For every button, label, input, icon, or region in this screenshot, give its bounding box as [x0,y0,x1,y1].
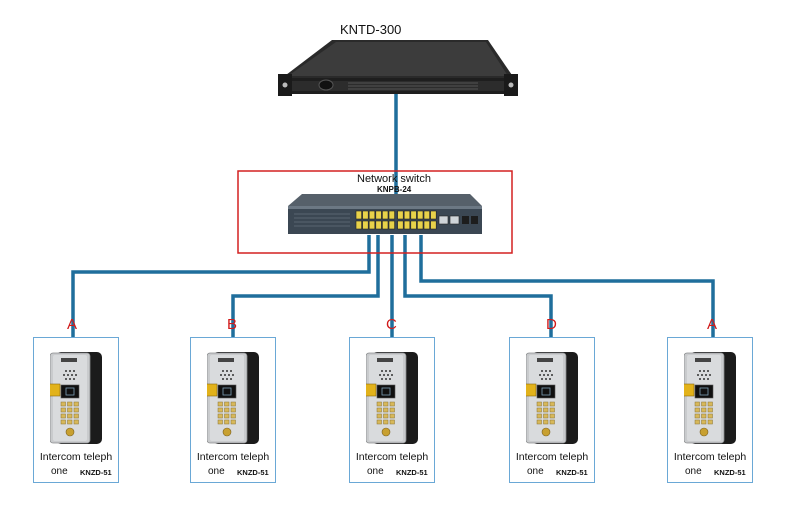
switch-port [382,220,389,230]
switch-port [388,210,395,220]
phone-card-2: Intercom teleph one KNZD-51 [190,337,276,483]
phone-name-line1: Intercom teleph [673,451,747,463]
switch-port [382,210,389,220]
server-unit [278,40,518,96]
switch-port [375,210,382,220]
switch-port [410,220,417,230]
switch-port [362,220,369,230]
switch-port [355,220,362,230]
phone-card-1: Intercom teleph one KNZD-51 [33,337,119,483]
switch-port [430,220,437,230]
switch-port [368,210,376,220]
switch-port [355,210,362,220]
switch-title: Network switch [357,173,431,185]
switch-model: KNPB-24 [377,185,412,194]
switch-port [397,220,404,230]
switch-port [362,210,369,220]
phone-card-4: Intercom teleph one KNZD-51 [509,337,595,483]
switch-port [368,220,376,230]
intercom-phone-image [513,352,578,444]
switch-port [410,210,417,220]
phone-name-line2: one [367,466,384,477]
port-label-5: A [707,316,718,333]
switch-port [417,220,424,230]
intercom-phone-image [671,352,736,444]
phone-model: KNZD-51 [556,468,588,477]
intercom-phone-image [37,352,102,444]
port-label-4: D [546,316,557,333]
switch-port [423,210,430,220]
switch-port [417,210,424,220]
switch-port [403,210,411,220]
switch-port [423,220,430,230]
port-label-3: C [386,316,397,333]
switch-port [375,220,382,230]
switch-port [430,210,437,220]
phone-name-line2: one [208,466,225,477]
phone-model: KNZD-51 [80,468,112,477]
switch-outline-box [237,170,513,254]
cable-phone-2 [231,235,380,338]
phone-name-line2: one [685,466,702,477]
phone-name-line1: Intercom teleph [515,451,589,463]
network-switch [288,194,482,234]
phone-name-line1: Intercom teleph [196,451,270,463]
phone-name-line1: Intercom teleph [39,451,113,463]
phone-model: KNZD-51 [714,468,746,477]
port-label-2: B [227,316,238,333]
phone-card-5: Intercom teleph one KNZD-51 [667,337,753,483]
cable-phone-5 [419,235,715,338]
cable-phone-1 [71,235,371,338]
switch-port [403,220,411,230]
phone-name-line2: one [527,466,544,477]
switch-port [397,210,404,220]
server-title: KNTD-300 [340,22,402,37]
port-label-1: A [67,316,78,333]
phone-model: KNZD-51 [396,468,428,477]
phone-name-line1: Intercom teleph [355,451,429,463]
switch-port [388,220,395,230]
cable-phone-4 [403,235,553,338]
phone-name-line2: one [51,466,68,477]
intercom-phone-image [353,352,418,444]
phone-card-3: Intercom teleph one KNZD-51 [349,337,435,483]
intercom-phone-image [194,352,259,444]
phone-model: KNZD-51 [237,468,269,477]
